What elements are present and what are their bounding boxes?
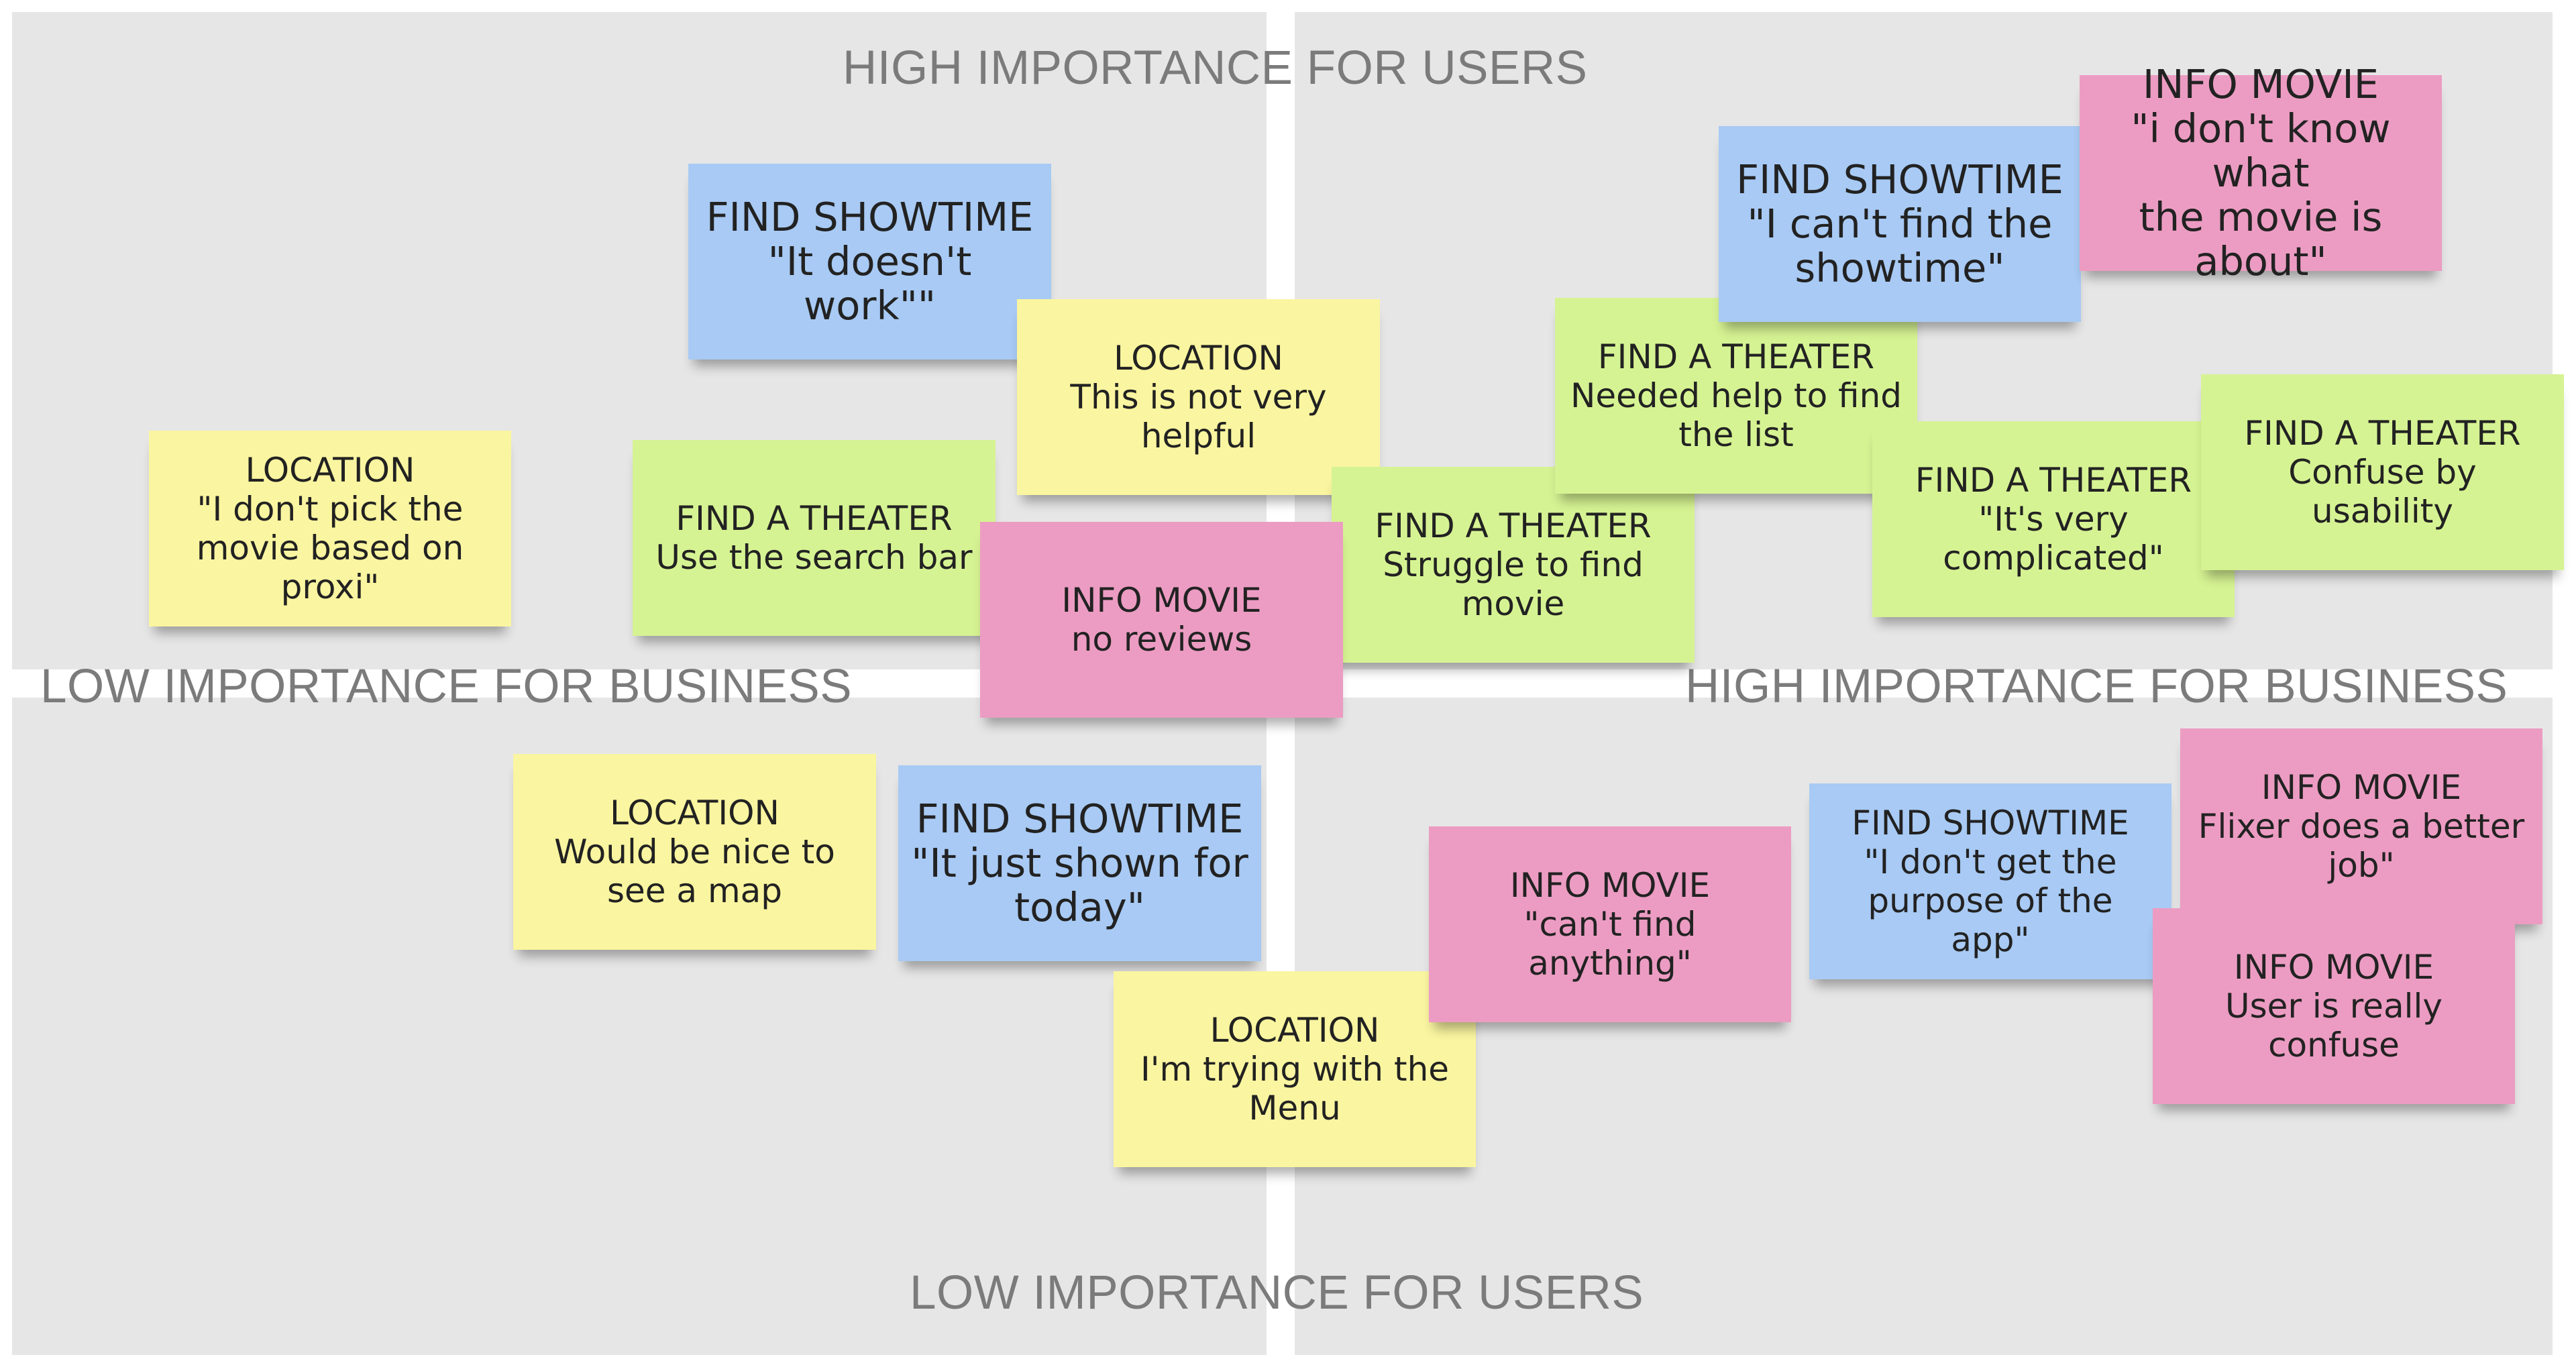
sticky-note-info-movie[interactable]: INFO MOVIE "i don't know what the movie … — [2080, 62, 2442, 284]
note-text: Needed help to find the list — [1570, 376, 1902, 454]
sticky-note-find-a-theater[interactable]: FIND A THEATER Struggle to find movie — [1332, 467, 1695, 663]
sticky-note-find-showtime[interactable]: FIND SHOWTIME "It just shown for today" — [898, 765, 1261, 961]
sticky-note-find-a-theater[interactable]: FIND A THEATER Use the search bar — [633, 440, 996, 636]
note-title: INFO MOVIE — [2142, 61, 2379, 107]
note-title: FIND A THEATER — [1597, 337, 1875, 376]
sticky-note-location[interactable]: LOCATION I'm trying with the Menu — [1114, 971, 1476, 1167]
axis-label-top: HIGH IMPORTANCE FOR USERS — [843, 42, 1588, 95]
note-title: FIND SHOWTIME — [1736, 156, 2063, 203]
note-text: "It just shown for today" — [911, 840, 1248, 930]
note-text: "I can't find the showtime" — [1747, 201, 2053, 291]
note-title: INFO MOVIE — [2261, 768, 2462, 807]
note-title: FIND SHOWTIME — [1851, 804, 2129, 842]
note-text: I'm trying with the Menu — [1140, 1050, 1450, 1128]
note-title: LOCATION — [610, 794, 780, 832]
note-title: LOCATION — [245, 451, 415, 490]
sticky-note-location[interactable]: LOCATION "I don't pick the movie based o… — [149, 431, 511, 626]
sticky-note-location[interactable]: LOCATION This is not very helpful — [1017, 299, 1380, 495]
sticky-note-location[interactable]: LOCATION Would be nice to see a map — [513, 754, 876, 950]
note-title: INFO MOVIE — [2233, 948, 2434, 987]
sticky-note-find-a-theater[interactable]: FIND A THEATER Confuse by usability — [2201, 374, 2564, 570]
note-title: FIND A THEATER — [1375, 506, 1652, 545]
note-title: FIND A THEATER — [1915, 461, 2192, 500]
sticky-note-find-a-theater[interactable]: FIND A THEATER Needed help to find the l… — [1555, 298, 1917, 494]
note-text: User is really confuse — [2225, 987, 2443, 1064]
note-title: FIND SHOWTIME — [916, 796, 1244, 842]
note-title: FIND A THEATER — [2244, 414, 2521, 453]
note-text: "It's very complicated" — [1943, 500, 2164, 578]
note-text: "can't find anything" — [1523, 905, 1697, 983]
note-text: "It doesn't work"" — [767, 238, 972, 329]
sticky-note-info-movie[interactable]: INFO MOVIE Flixer does a better job" — [2180, 728, 2542, 924]
sticky-note-find-showtime[interactable]: FIND SHOWTIME "I don't get the purpose o… — [1809, 783, 2171, 979]
note-text: Confuse by usability — [2288, 453, 2477, 531]
note-text: This is not very helpful — [1070, 378, 1327, 455]
sticky-note-find-a-theater[interactable]: FIND A THEATER "It's very complicated" — [1872, 421, 2235, 617]
note-title: FIND SHOWTIME — [706, 194, 1034, 240]
sticky-note-info-movie[interactable]: INFO MOVIE no reviews — [980, 522, 1343, 718]
axis-label-right: HIGH IMPORTANCE FOR BUSINESS — [1685, 660, 2508, 713]
sticky-note-info-movie[interactable]: INFO MOVIE User is really confuse — [2153, 908, 2515, 1104]
note-title: LOCATION — [1114, 339, 1283, 378]
note-text: "i don't know what the movie is about" — [2131, 105, 2391, 284]
sticky-note-find-showtime[interactable]: FIND SHOWTIME "I can't find the showtime… — [1719, 126, 2081, 322]
note-title: FIND A THEATER — [676, 499, 953, 538]
note-text: "I don't pick the movie based on proxi" — [196, 490, 464, 606]
note-title: INFO MOVIE — [1061, 581, 1262, 620]
note-text: Struggle to find movie — [1383, 545, 1644, 623]
note-text: "I don't get the purpose of the app" — [1864, 842, 2117, 959]
sticky-note-find-showtime[interactable]: FIND SHOWTIME "It doesn't work"" — [688, 164, 1051, 360]
note-title: LOCATION — [1210, 1011, 1380, 1050]
axis-label-left: LOW IMPORTANCE FOR BUSINESS — [40, 660, 853, 713]
note-title: INFO MOVIE — [1509, 866, 1711, 905]
axis-label-bottom: LOW IMPORTANCE FOR USERS — [910, 1266, 1644, 1319]
note-text: Flixer does a better job" — [2198, 807, 2525, 885]
note-text: Would be nice to see a map — [554, 832, 835, 910]
note-text: Use the search bar — [655, 538, 973, 577]
note-text: no reviews — [1071, 620, 1252, 659]
sticky-note-info-movie[interactable]: INFO MOVIE "can't find anything" — [1429, 826, 1791, 1022]
